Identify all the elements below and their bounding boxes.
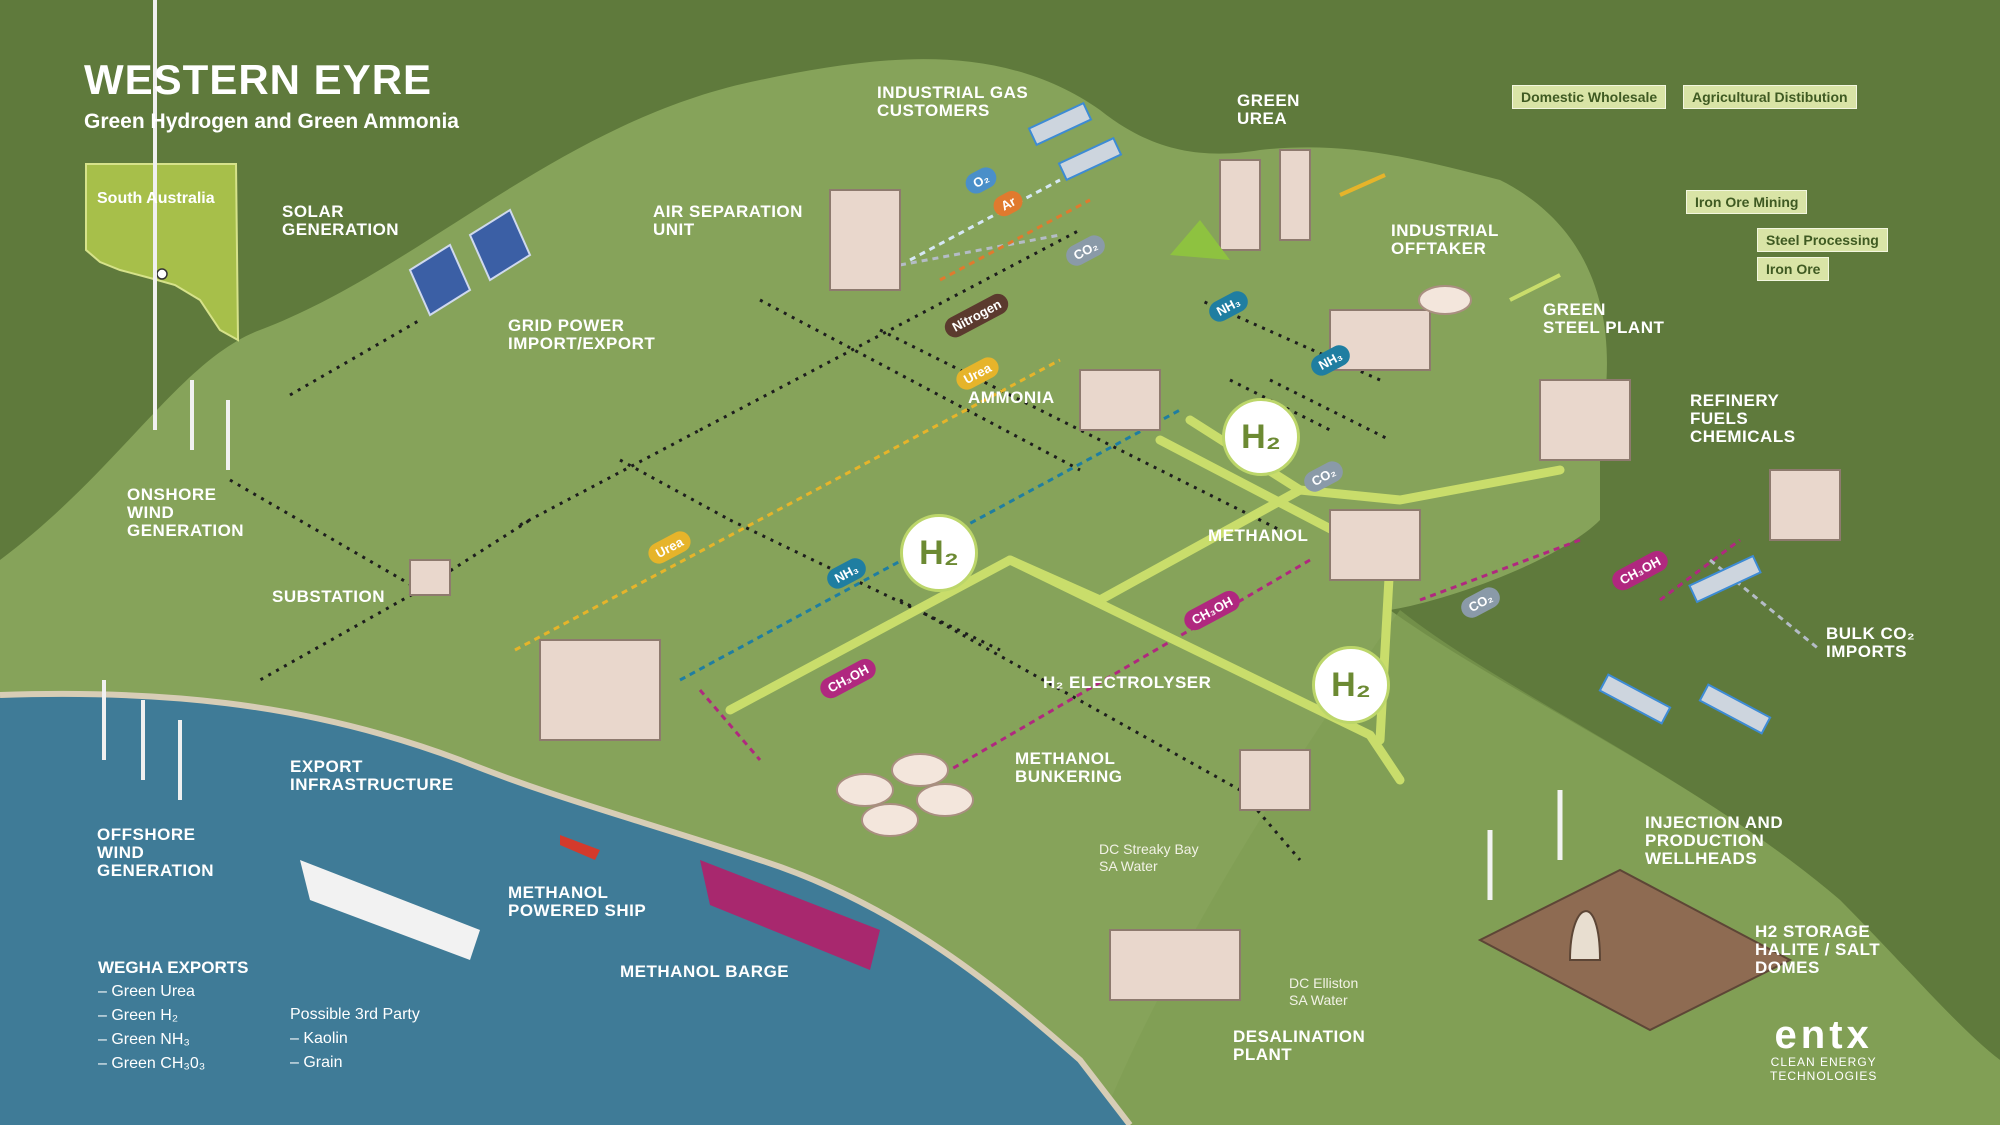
- exports-item: – Green CH₃0₃: [98, 1055, 206, 1072]
- exports-heading: WEGHA EXPORTS: [98, 958, 249, 977]
- exports-list: WEGHA EXPORTS – Green Urea – Green H₂ – …: [98, 956, 249, 1076]
- h2-badge: H₂: [1222, 398, 1300, 476]
- logo-line2: TECHNOLOGIES: [1770, 1069, 1878, 1083]
- tag-iron-ore-mining: Iron Ore Mining: [1686, 190, 1808, 214]
- salt-dome: [1477, 868, 1793, 1032]
- third-party-item: – Grain: [290, 1054, 343, 1071]
- page-subtitle: Green Hydrogen and Green Ammonia: [84, 110, 459, 133]
- arrow-to-urea-icon: [1339, 173, 1386, 197]
- tag-domestic-wholesale: Domestic Wholesale: [1512, 85, 1667, 109]
- third-party-list: Possible 3rd Party – Kaolin – Grain: [290, 1003, 420, 1075]
- arrow-to-steel-icon: [1509, 273, 1561, 302]
- third-party-heading: Possible 3rd Party: [290, 1006, 420, 1023]
- logo-mark: entx: [1774, 1013, 1873, 1057]
- label-methanol: METHANOL: [1208, 526, 1309, 545]
- label-ammonia: AMMONIA: [968, 388, 1055, 407]
- third-party-item: – Kaolin: [290, 1030, 348, 1047]
- tag-agricultural-distribution: Agricultural Distibution: [1683, 85, 1857, 109]
- logo-line1: CLEAN ENERGY: [1770, 1055, 1877, 1069]
- label-substation: SUBSTATION: [272, 587, 385, 606]
- urea-pile-icon: [1170, 220, 1230, 260]
- storage-tanks: [836, 285, 1472, 837]
- entx-logo: entx CLEAN ENERGY TECHNOLOGIES: [1770, 1015, 1877, 1083]
- onshore-wind-turbines: [102, 0, 230, 800]
- page-title: WESTERN EYRE: [84, 56, 433, 103]
- label-methanol-barge: METHANOL BARGE: [620, 962, 790, 981]
- trucks: [1027, 101, 1772, 735]
- exports-item: – Green H₂: [98, 1007, 179, 1024]
- map-inset-label: South Australia: [97, 190, 215, 207]
- tag-iron-ore: Iron Ore: [1757, 257, 1830, 281]
- wellheads: [1487, 790, 1563, 900]
- industrial-buildings: [409, 149, 1841, 1001]
- exports-item: – Green Urea: [98, 983, 195, 1000]
- exports-item: – Green NH₃: [98, 1031, 190, 1048]
- solar-panels: [408, 208, 532, 317]
- label-h2-electrolyser: H₂ ELECTROLYSER: [1043, 673, 1212, 692]
- h2-badge: H₂: [1312, 646, 1390, 724]
- h2-badge: H₂: [900, 514, 978, 592]
- south-australia-map-icon: [85, 163, 240, 342]
- ships: [300, 835, 880, 970]
- tag-steel-processing: Steel Processing: [1757, 228, 1888, 252]
